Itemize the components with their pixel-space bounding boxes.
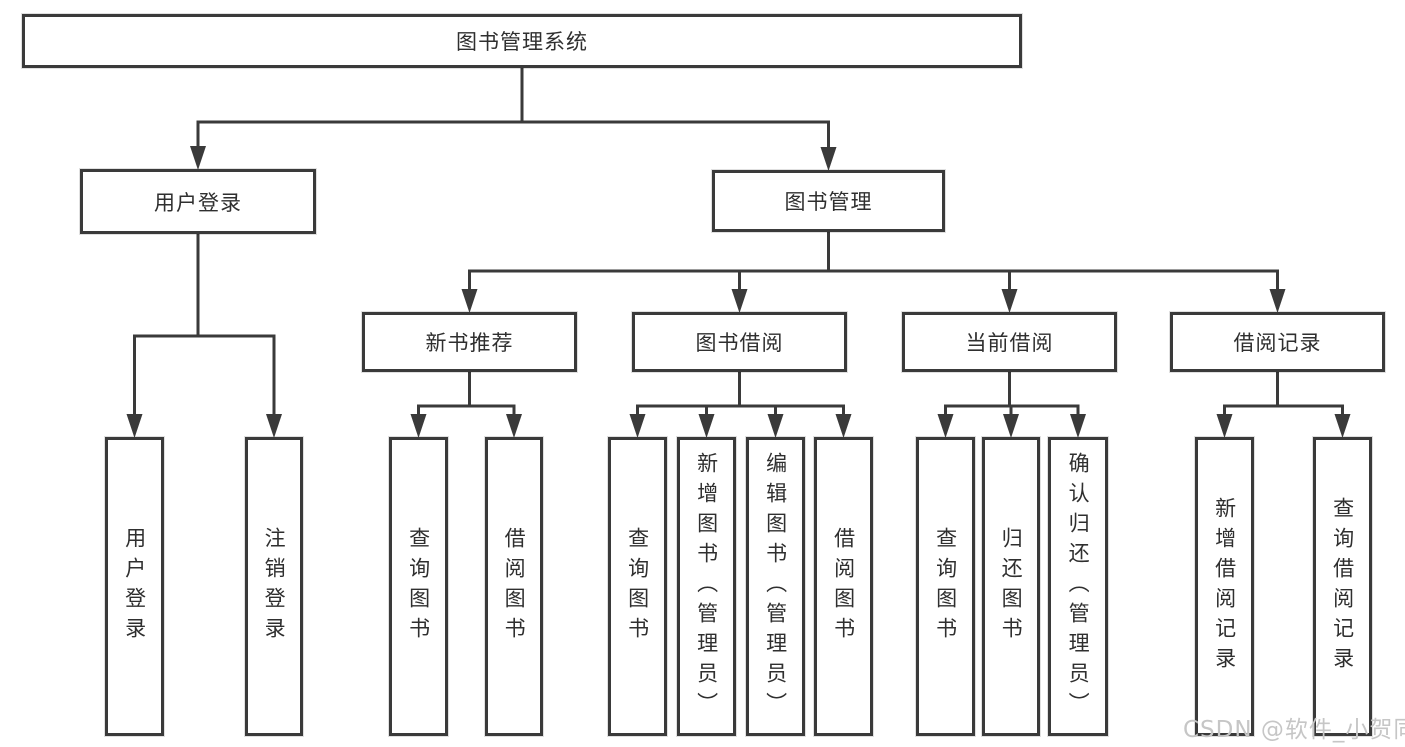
leaf-logout-login-label: 注销登录: [262, 526, 287, 647]
leaf-user-login: 用户登录: [105, 437, 164, 736]
leaf-records-query-record: 查询借阅记录: [1313, 437, 1372, 736]
node-new-book-recommend: 新书推荐: [362, 312, 577, 372]
node-user-login: 用户登录: [80, 169, 316, 234]
leaf-current-confirm-return-admin-label: 确认归还（管理员）: [1066, 451, 1091, 722]
leaf-records-add-record-label: 新增借阅记录: [1212, 496, 1237, 677]
leaf-current-return-book-label: 归还图书: [999, 526, 1024, 647]
leaf-borrowing-add-book-admin-label: 新增图书（管理员）: [694, 451, 719, 722]
leaf-newrec-borrow-book: 借阅图书: [485, 437, 543, 736]
leaf-borrowing-borrow-book-label: 借阅图书: [831, 526, 856, 647]
node-current-borrowing: 当前借阅: [902, 312, 1117, 372]
leaf-current-query-book: 查询图书: [916, 437, 975, 736]
leaf-current-return-book: 归还图书: [982, 437, 1040, 736]
leaf-user-login-label: 用户登录: [122, 526, 147, 647]
node-book-management: 图书管理: [712, 170, 945, 232]
leaf-records-add-record: 新增借阅记录: [1195, 437, 1254, 736]
leaf-logout-login: 注销登录: [245, 437, 303, 736]
node-book-borrowing: 图书借阅: [632, 312, 847, 372]
leaf-newrec-borrow-book-label: 借阅图书: [502, 526, 527, 647]
leaf-borrowing-query-book-label: 查询图书: [625, 526, 650, 647]
leaf-current-confirm-return-admin: 确认归还（管理员）: [1048, 437, 1108, 736]
leaf-borrowing-borrow-book: 借阅图书: [814, 437, 873, 736]
leaf-current-query-book-label: 查询图书: [933, 526, 958, 647]
node-library-management-system: 图书管理系统: [22, 14, 1022, 68]
leaf-records-query-record-label: 查询借阅记录: [1330, 496, 1355, 677]
leaf-newrec-query-book: 查询图书: [389, 437, 448, 736]
leaf-borrowing-query-book: 查询图书: [608, 437, 667, 736]
leaf-borrowing-edit-book-admin-label: 编辑图书（管理员）: [763, 451, 788, 722]
leaf-newrec-query-book-label: 查询图书: [406, 526, 431, 647]
leaf-borrowing-edit-book-admin: 编辑图书（管理员）: [746, 437, 805, 736]
node-borrow-records: 借阅记录: [1170, 312, 1385, 372]
leaf-borrowing-add-book-admin: 新增图书（管理员）: [677, 437, 736, 736]
csdn-watermark: CSDN @软件_小贺同学: [1183, 717, 1405, 743]
